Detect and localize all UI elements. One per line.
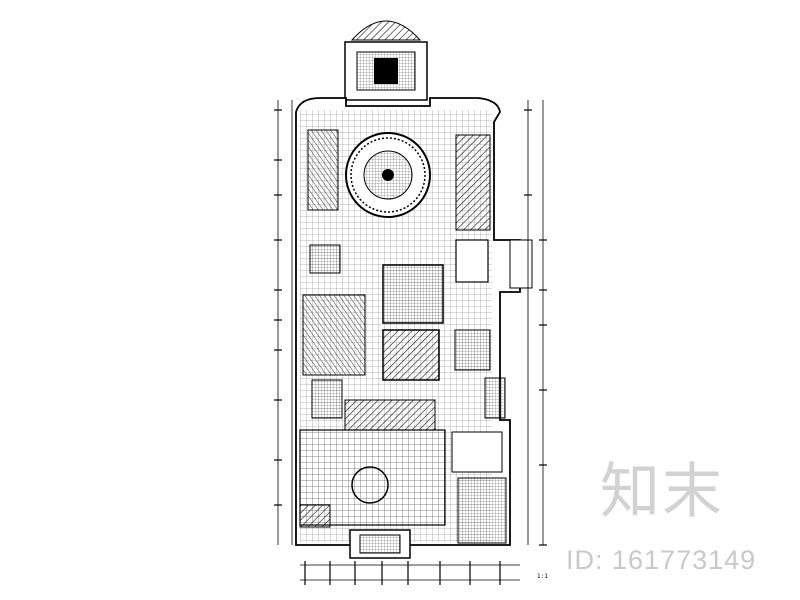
room-zones [299,129,533,559]
dimension-lines [277,100,544,581]
scale-note: 1:1 [537,573,548,580]
dimension-ticks [274,109,547,585]
watermark-id: ID: 161773149 [566,545,757,575]
watermark-logo: 知末 [600,457,724,527]
round-lobby [345,132,431,218]
entrance-canopy [344,20,428,101]
